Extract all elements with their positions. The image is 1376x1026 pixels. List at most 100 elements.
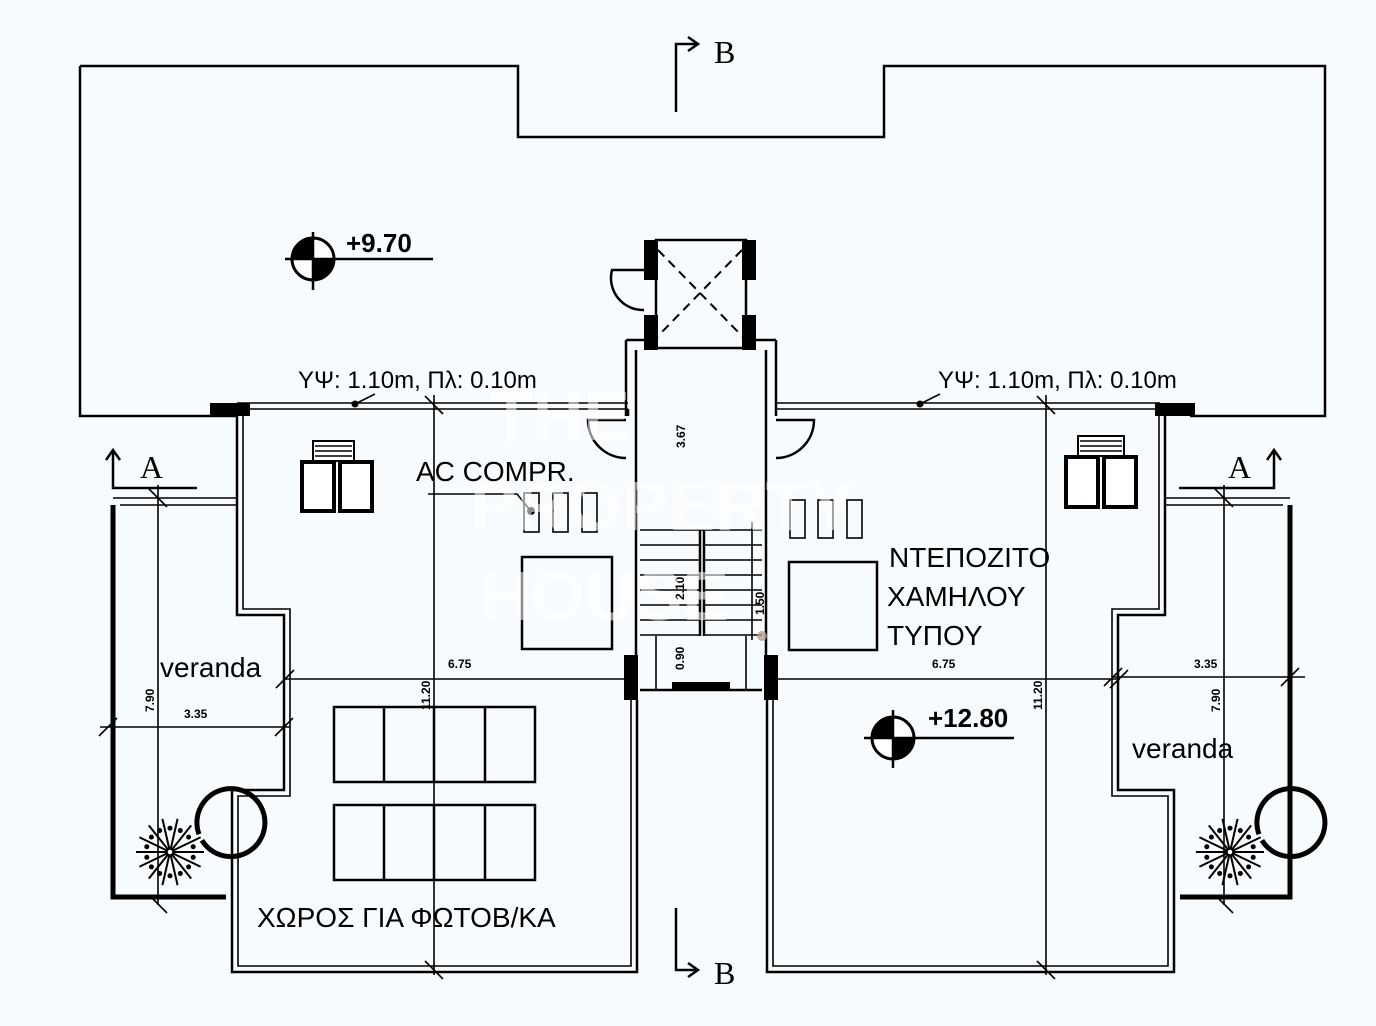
label-veranda-right: veranda <box>1132 733 1234 764</box>
spiral-tread <box>169 851 202 868</box>
spiral-tread <box>169 851 192 880</box>
dim-left-veranda-depth: 7.90 <box>143 688 157 712</box>
spiral-tread <box>1229 851 1239 886</box>
spiral-tread <box>1198 851 1231 868</box>
watermark-line2: PROPERTY <box>470 467 855 545</box>
spiral-tread <box>169 818 179 853</box>
spiral-tread <box>1198 836 1231 853</box>
spiral-tread <box>1229 851 1252 880</box>
right-veranda-parapet <box>1180 505 1293 900</box>
dim-right-room-depth: 11.20 <box>1031 680 1045 710</box>
spiral-dot <box>167 873 173 879</box>
left-ac-units <box>300 440 374 513</box>
spiral-tread <box>169 836 202 853</box>
spiral-dot <box>1217 828 1223 834</box>
lift-shaft-cross-2 <box>657 249 743 337</box>
spiral-rim <box>194 786 268 860</box>
spiral-dot <box>1237 828 1243 834</box>
spiral-dot <box>167 825 173 831</box>
spiral-dot <box>1208 864 1214 870</box>
label-pv-area: ΧΩΡΟΣ ΓΙΑ ΦΩΤΟΒ/ΚΑ <box>257 902 556 933</box>
section-mark-b-top: B <box>674 34 735 112</box>
upper-roof-outline <box>78 64 1327 418</box>
left-unit-wall-outer <box>230 409 639 974</box>
dim-right-veranda-depth: 7.90 <box>1209 688 1223 712</box>
spiral-dot <box>177 870 183 876</box>
stair-treads <box>640 530 762 692</box>
level-marker-upper: +9.70 <box>285 228 433 290</box>
label-veranda-left: veranda <box>160 652 262 683</box>
leader-dot-right <box>916 400 924 408</box>
spiral-tread <box>161 818 171 853</box>
label-ac-compressor: AC COMPR. <box>416 456 575 487</box>
spiral-dot <box>177 828 183 834</box>
leader-right <box>919 393 941 405</box>
spiral-dot <box>1227 873 1233 879</box>
dim-left-room-width: 6.75 <box>448 657 472 671</box>
spiral-hub <box>1226 848 1234 856</box>
spiral-tread <box>169 824 192 853</box>
spiral-dot <box>1237 870 1243 876</box>
spiral-stair-right <box>1196 786 1328 886</box>
spiral-dot <box>190 844 196 850</box>
section-b-bottom-label: B <box>714 955 735 991</box>
dim-stair-landing: 0.90 <box>673 646 687 670</box>
dim-right-room-width: 6.75 <box>932 657 956 671</box>
parapet-note-left: ΥΨ: 1.10m, Πλ: 0.10m <box>298 367 537 394</box>
level-terrace-label: +12.80 <box>928 703 1008 733</box>
level-marker-terrace: +12.80 <box>864 703 1014 768</box>
watermark-line1: THE <box>490 377 630 455</box>
label-tank-line3: ΤΥΠΟΥ <box>887 620 983 651</box>
spiral-dot <box>186 864 192 870</box>
spiral-dot <box>157 870 163 876</box>
spiral-stair-left <box>136 786 268 886</box>
spiral-dot <box>1204 844 1210 850</box>
parapet-note-right: ΥΨ: 1.10m, Πλ: 0.10m <box>938 367 1177 394</box>
spiral-tread <box>1221 851 1231 886</box>
spiral-dot <box>1250 844 1256 850</box>
left-veranda-parapet <box>110 505 226 900</box>
spiral-dot <box>190 854 196 860</box>
spiral-tread <box>1229 836 1262 853</box>
spiral-rim <box>1254 786 1328 860</box>
left-ac-compressors <box>428 492 598 533</box>
right-ac-compressors <box>789 499 863 539</box>
dim-stair-run: 2.10 <box>673 576 687 600</box>
section-a-left-label: A <box>140 449 163 485</box>
spiral-tread <box>1208 824 1231 853</box>
label-tank-line2: ΧΑΜΗΛΟΥ <box>887 581 1026 612</box>
watermark-line3: HOUSE <box>480 557 729 635</box>
spiral-tread <box>1229 824 1252 853</box>
spiral-dot <box>148 834 154 840</box>
spiral-dot <box>1204 854 1210 860</box>
spiral-tread <box>148 851 171 880</box>
section-mark-a-left: A <box>104 447 197 490</box>
left-unit-wall-inner <box>237 416 632 967</box>
spiral-tread <box>1229 818 1239 853</box>
right-unit-wall-outer <box>765 416 1176 974</box>
left-water-tank <box>520 555 614 651</box>
spiral-dot <box>144 854 150 860</box>
section-b-top-label: B <box>714 34 735 70</box>
spiral-dot <box>1246 864 1252 870</box>
spiral-dot <box>1227 825 1233 831</box>
spiral-dot <box>148 864 154 870</box>
dim-stair-shaft: 3.67 <box>674 424 688 448</box>
column-right-top <box>1155 403 1195 416</box>
leader-dot-left <box>351 400 359 408</box>
leader-left <box>354 393 376 405</box>
spiral-dot <box>186 834 192 840</box>
spiral-tread <box>138 836 171 853</box>
spiral-dot <box>144 844 150 850</box>
level-upper-label: +9.70 <box>346 228 412 258</box>
spiral-tread <box>1208 851 1231 880</box>
right-water-tank <box>787 560 879 652</box>
spiral-tread <box>1229 851 1262 868</box>
spiral-tread <box>138 851 171 868</box>
right-ac-units <box>1064 435 1138 509</box>
spiral-dot <box>1217 870 1223 876</box>
left-veranda-top <box>113 497 237 506</box>
dim-left-room-depth: 11.20 <box>419 680 433 710</box>
spiral-hub <box>166 848 174 856</box>
